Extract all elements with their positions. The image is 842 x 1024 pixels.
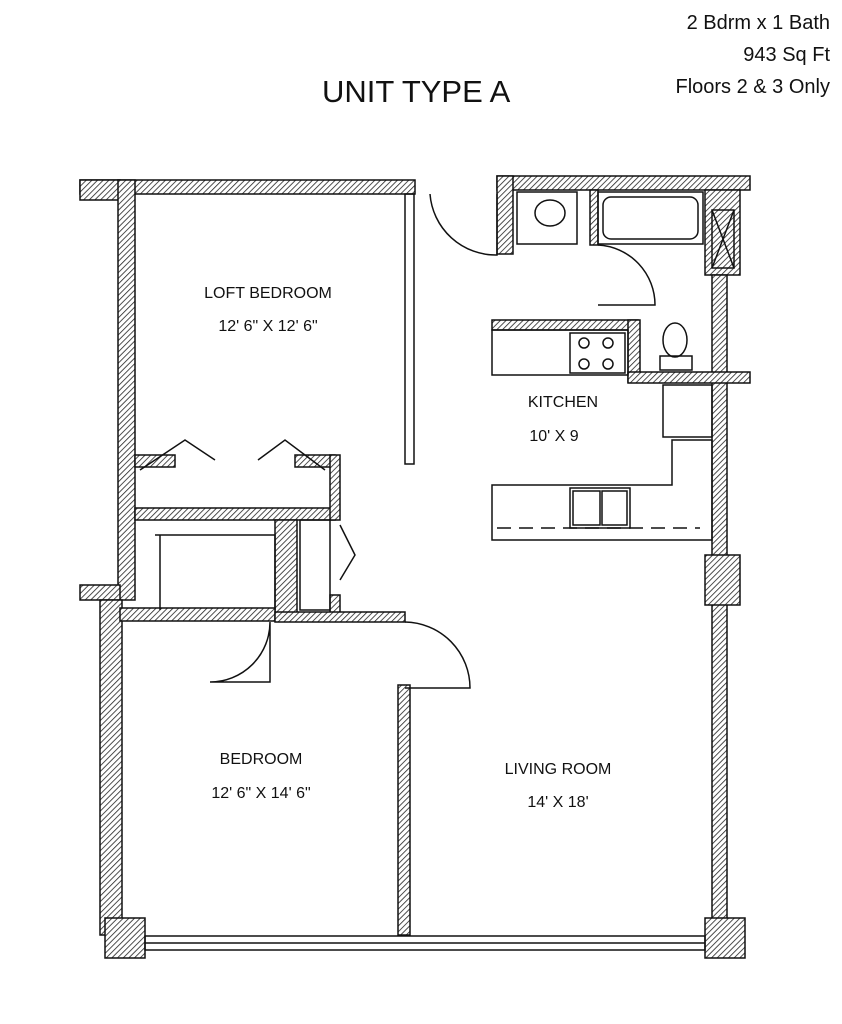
- walls: [79, 175, 751, 959]
- room-bedroom-name: BEDROOM: [219, 751, 303, 768]
- plan-title: UNIT TYPE A: [322, 74, 511, 109]
- room-living-name: LIVING ROOM: [504, 761, 612, 778]
- room-living-size: 14' X 18': [527, 794, 589, 811]
- unit-floors: Floors 2 & 3 Only: [675, 76, 830, 98]
- room-kitchen-size: 10' X 9: [529, 428, 579, 445]
- unit-bed-bath: 2 Bdrm x 1 Bath: [686, 12, 830, 34]
- fixtures: [139, 191, 735, 951]
- room-loft-bedroom-size: 12' 6" X 12' 6": [218, 318, 318, 335]
- room-kitchen-name: KITCHEN: [527, 394, 599, 411]
- unit-square-feet: 943 Sq Ft: [743, 44, 830, 66]
- room-bedroom-size: 12' 6" X 14' 6": [211, 785, 311, 802]
- room-loft-bedroom-name: LOFT BEDROOM: [204, 285, 332, 302]
